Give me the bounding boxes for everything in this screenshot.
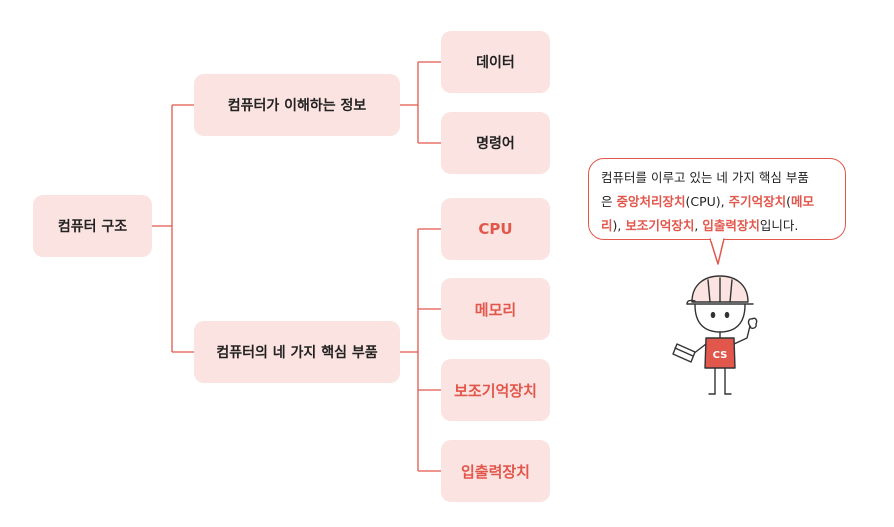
branch-node-parts: 컴퓨터의 네 가지 핵심 부품 — [194, 321, 400, 383]
bubble-line-2: 은 중앙처리장치(CPU), 주기억장치(메모 — [601, 190, 835, 214]
leaf-node-instruction: 명령어 — [441, 112, 550, 174]
leaf-node-secondary-storage: 보조기억장치 — [441, 359, 550, 421]
speech-bubble: 컴퓨터를 이루고 있는 네 가지 핵심 부품 은 중앙처리장치(CPU), 주기… — [588, 158, 846, 240]
root-node: 컴퓨터 구조 — [33, 195, 152, 257]
leaf-node-cpu: CPU — [441, 198, 550, 260]
bubble-line-3: 리), 보조기억장치, 입출력장치입니다. — [601, 214, 835, 238]
mascot-badge: CS — [713, 350, 728, 361]
leaf-node-memory: 메모리 — [441, 278, 550, 340]
branch-node-info: 컴퓨터가 이해하는 정보 — [194, 74, 400, 136]
leaf-node-data: 데이터 — [441, 31, 550, 93]
leaf-node-io: 입출력장치 — [441, 440, 550, 502]
bubble-line-1: 컴퓨터를 이루고 있는 네 가지 핵심 부품 — [601, 166, 835, 190]
mascot-character: CS — [665, 272, 775, 402]
bubble-tail — [708, 238, 728, 268]
